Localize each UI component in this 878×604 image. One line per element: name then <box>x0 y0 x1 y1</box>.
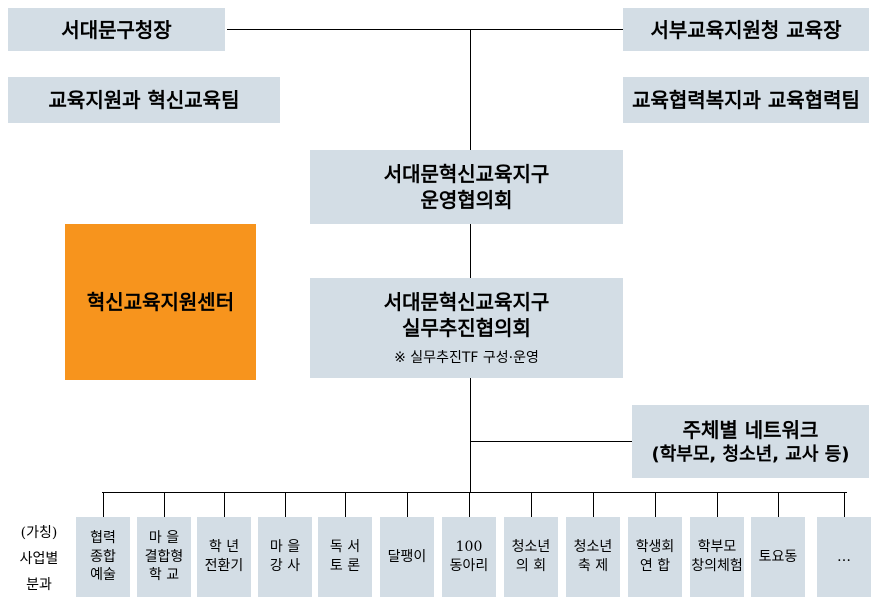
subcommittee-drop-line <box>345 492 346 517</box>
education-cooperation-team-label: 교육협력복지과 교육협력팀 <box>632 88 860 112</box>
side-label-line1: (가칭) <box>20 525 58 541</box>
district-mayor-label: 서대문구청장 <box>61 17 172 42</box>
subcommittee-line1: 청소년 <box>511 539 551 556</box>
innovation-center-label: 혁신교육지원센터 <box>86 290 235 314</box>
subcommittee-line1: 학 년 <box>208 539 240 556</box>
subcommittee-line1: 달팽이 <box>387 548 427 565</box>
education-cooperation-team-box: 교육협력복지과 교육협력팀 <box>623 77 869 123</box>
operating-council-line1: 서대문혁신교육지구 <box>383 162 550 186</box>
subcommittee-line1: 학생회 <box>635 539 675 556</box>
working-committee-line2: 실무추진협의회 <box>402 316 531 340</box>
subcommittee-line2: 토 론 <box>329 558 361 574</box>
connector-subcommittee-bus <box>102 492 847 493</box>
subcommittee-box: 100 동아리 <box>442 517 496 597</box>
subcommittee-line1: 협력 <box>90 529 116 546</box>
side-label-line3: 분과 <box>26 577 52 593</box>
subcommittee-drop-line <box>103 492 104 517</box>
western-office-box: 서부교육지원청 교육장 <box>623 8 869 51</box>
subcommittee-line1: 100 <box>455 539 483 556</box>
side-label-line2: 사업별 <box>19 551 59 567</box>
subcommittee-line2: 동아리 <box>449 558 489 574</box>
subcommittee-line3: 학 교 <box>148 567 180 584</box>
subcommittee-drop-line <box>717 492 718 517</box>
subcommittee-drop-line <box>844 492 845 517</box>
subcommittee-line1: 학부모 <box>697 539 737 556</box>
connector-committee-down <box>470 378 471 492</box>
working-committee-box: 서대문혁신교육지구 실무추진협의회 ※ 실무추진TF 구성·운영 <box>310 278 623 378</box>
subcommittee-drop-line <box>778 492 779 517</box>
subcommittee-line1: … <box>837 548 851 565</box>
subcommittee-drop-line <box>164 492 165 517</box>
western-office-label: 서부교육지원청 교육장 <box>650 17 842 42</box>
subcommittee-drop-line <box>531 492 532 517</box>
network-box: 주체별 네트워크 (학부모, 청소년, 교사 등) <box>632 405 869 478</box>
district-mayor-box: 서대문구청장 <box>8 8 225 51</box>
connector-top-horizontal <box>227 29 624 30</box>
connector-network <box>470 441 632 442</box>
subcommittee-line2: 전환기 <box>204 558 244 574</box>
working-committee-line1: 서대문혁신교육지구 <box>383 290 550 314</box>
subcommittee-drop-line <box>224 492 225 517</box>
subcommittee-line1: 마 을 <box>148 529 180 546</box>
subcommittee-line1: 청소년 <box>573 539 613 556</box>
subcommittee-box: … <box>817 517 871 597</box>
subcommittee-line2: 축 제 <box>577 558 609 574</box>
subcommittee-line2: 강 사 <box>269 558 301 574</box>
subcommittee-line1: 독 서 <box>329 539 361 556</box>
operating-council-line2: 운영협의회 <box>420 188 513 212</box>
education-support-team-label: 교육지원과 혁신교육팀 <box>48 88 240 112</box>
subcommittee-drop-line <box>593 492 594 517</box>
subcommittee-line2: 종합 <box>90 548 116 565</box>
subcommittee-line1: 토요동 <box>758 548 798 565</box>
subcommittee-drop-line <box>407 492 408 517</box>
connector-council-committee <box>470 224 471 278</box>
subcommittee-line2: 결합형 <box>144 548 184 565</box>
operating-council-box: 서대문혁신교육지구 운영협의회 <box>310 150 623 224</box>
subcommittee-line1: 마 을 <box>269 539 301 556</box>
subcommittee-line2: 연 합 <box>639 558 671 574</box>
subcommittee-side-label: (가칭) 사업별 분과 <box>4 520 74 598</box>
education-support-team-box: 교육지원과 혁신교육팀 <box>8 77 280 123</box>
innovation-center-box: 혁신교육지원센터 <box>65 224 256 380</box>
subcommittee-line2: 의 회 <box>515 558 547 574</box>
subcommittee-line3: 예술 <box>90 567 116 584</box>
subcommittee-box: 달팽이 <box>380 517 434 597</box>
subcommittee-box: 토요동 <box>751 517 805 597</box>
connector-council-vertical <box>470 29 471 150</box>
network-line1: 주체별 네트워크 <box>682 417 819 442</box>
working-committee-note: ※ 실무추진TF 구성·운영 <box>394 350 539 366</box>
subcommittee-drop-line <box>655 492 656 517</box>
subcommittee-drop-line <box>469 492 470 517</box>
subcommittee-line2: 창의체험 <box>691 558 743 574</box>
network-line2: (학부모, 청소년, 교사 등) <box>651 443 850 465</box>
subcommittee-drop-line <box>285 492 286 517</box>
